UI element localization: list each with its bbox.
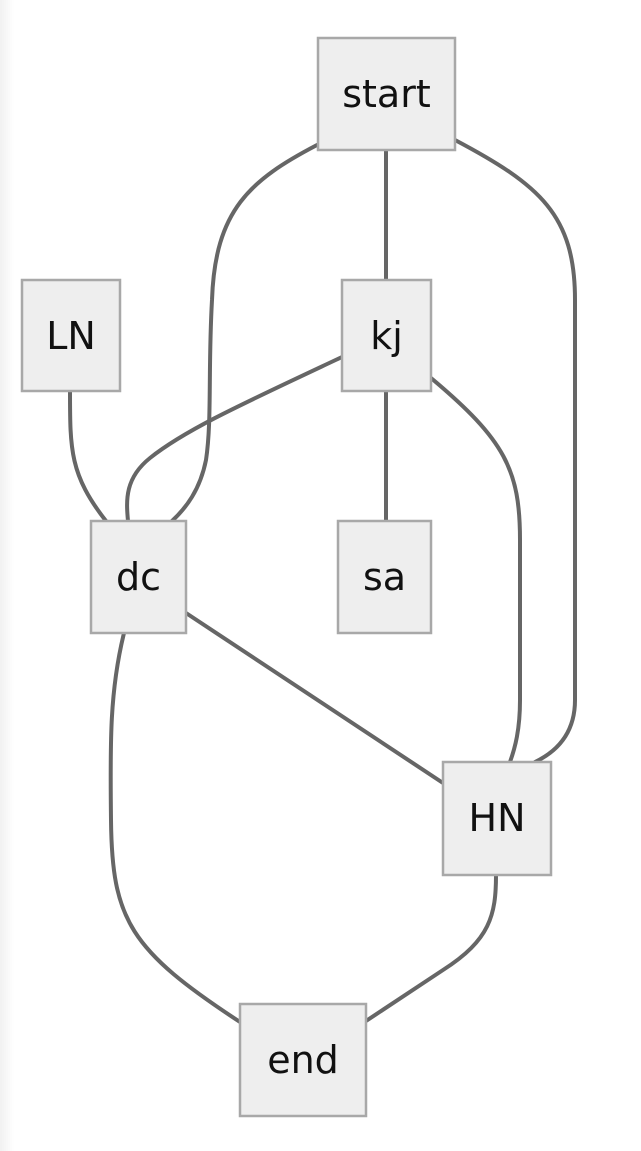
edge-start-dc [170, 143, 319, 523]
edge-ln-dc [68, 389, 108, 523]
node-label: start [342, 72, 431, 116]
node-label: LN [46, 314, 96, 358]
node-ln[interactable]: LN [20, 278, 122, 393]
edge-dc-end [108, 631, 242, 1024]
edge-kj-dc [125, 355, 344, 523]
node-hn[interactable]: HN [441, 760, 553, 877]
nodes-group: start LN kj dc sa HN end [20, 36, 553, 1118]
edge-dc-hn [184, 611, 445, 785]
edge-start-hn [453, 138, 577, 764]
left-shade [0, 0, 14, 1151]
node-dc[interactable]: dc [89, 519, 188, 635]
node-label: dc [116, 555, 161, 599]
node-start[interactable]: start [316, 36, 457, 152]
edge-kj-hn [429, 376, 522, 764]
node-label: HN [469, 796, 526, 840]
edge-hn-end [364, 873, 498, 1023]
node-kj[interactable]: kj [340, 278, 433, 393]
node-sa[interactable]: sa [336, 519, 433, 635]
node-label: sa [363, 555, 406, 599]
node-label: end [267, 1038, 339, 1082]
node-label: kj [370, 314, 403, 358]
node-end[interactable]: end [238, 1002, 368, 1118]
edges-group [68, 138, 577, 1024]
